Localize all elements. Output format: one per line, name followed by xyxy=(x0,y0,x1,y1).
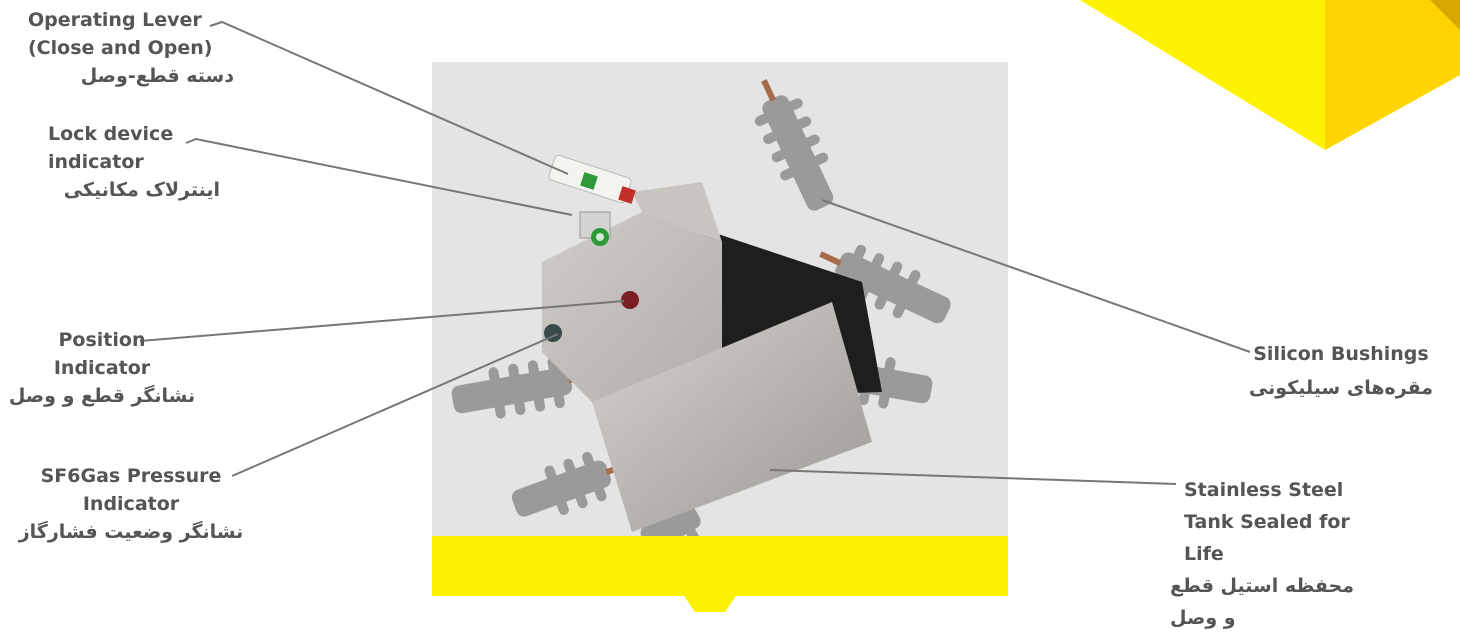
label-silicon-bushings: Silicon Bushings مقره‌های سیلیکونی xyxy=(1236,340,1446,402)
position-subtitle: Indicator xyxy=(4,354,200,382)
leader-operating-lever xyxy=(210,22,568,174)
sf6-fa: نشانگر وضعیت فشارگاز xyxy=(4,518,258,546)
lock-device-subtitle: indicator xyxy=(48,148,238,176)
position-fa: نشانگر قطع و وصل xyxy=(4,382,200,410)
tank-line3: Life xyxy=(1170,538,1390,570)
label-stainless-tank: Stainless Steel Tank Sealed for Life محف… xyxy=(1170,474,1390,634)
operating-lever-title: Operating Lever xyxy=(28,6,238,34)
operating-lever-subtitle: (Close and Open) xyxy=(28,34,238,62)
sf6-subtitle: Indicator xyxy=(4,490,258,518)
bushings-fa: مقره‌های سیلیکونی xyxy=(1236,374,1446,402)
sf6-title: SF6Gas Pressure xyxy=(4,462,258,490)
operating-lever-fa: دسته قطع-وصل xyxy=(28,62,234,90)
lock-device-fa: اینترلاک مکانیکی xyxy=(48,176,220,204)
leader-sf6 xyxy=(232,334,558,476)
position-title: Position xyxy=(4,326,200,354)
label-operating-lever: Operating Lever (Close and Open) دسته قط… xyxy=(28,6,238,90)
tank-fa: محفظه استیل قطع و وصل xyxy=(1170,570,1370,634)
label-lock-device: Lock device indicator اینترلاک مکانیکی xyxy=(48,120,238,204)
label-sf6-pressure: SF6Gas Pressure Indicator نشانگر وضعیت ف… xyxy=(4,462,258,546)
lock-device-title: Lock device xyxy=(48,120,238,148)
tank-line1: Stainless Steel xyxy=(1170,474,1390,506)
leader-position xyxy=(140,301,624,341)
leader-stainless-tank xyxy=(770,470,1176,484)
leader-silicon-bushings xyxy=(822,200,1250,352)
bushings-title: Silicon Bushings xyxy=(1236,340,1446,368)
label-position-indicator: Position Indicator نشانگر قطع و وصل xyxy=(4,326,200,410)
tank-line2: Tank Sealed for xyxy=(1170,506,1390,538)
